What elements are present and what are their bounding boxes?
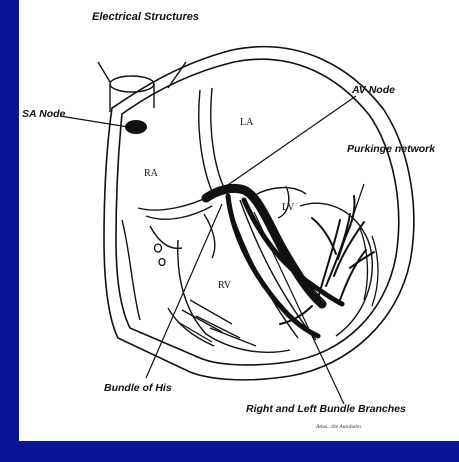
diagram-title: Electrical Structures <box>92 11 199 23</box>
chamber-label-ra: RA <box>144 168 159 179</box>
label-bundle-of-his: Bundle of His <box>104 382 172 394</box>
label-bundle-branches: Right and Left Bundle Branches <box>246 403 406 415</box>
sa-node-shape <box>125 120 147 134</box>
conduction-pathway <box>206 188 342 336</box>
vena-cava <box>98 62 186 112</box>
credit-text: Atlas...the Autobahn <box>315 424 361 430</box>
chamber-label-rv: RV <box>218 280 232 291</box>
sinus-openings <box>155 244 166 266</box>
label-sa-node: SA Node <box>22 108 66 120</box>
chamber-label-lv: LV <box>282 202 295 213</box>
chamber-label-la: LA <box>240 117 254 128</box>
label-av-node: AV Node <box>351 84 395 96</box>
label-purkinje-network: Purkinge network <box>347 143 436 155</box>
